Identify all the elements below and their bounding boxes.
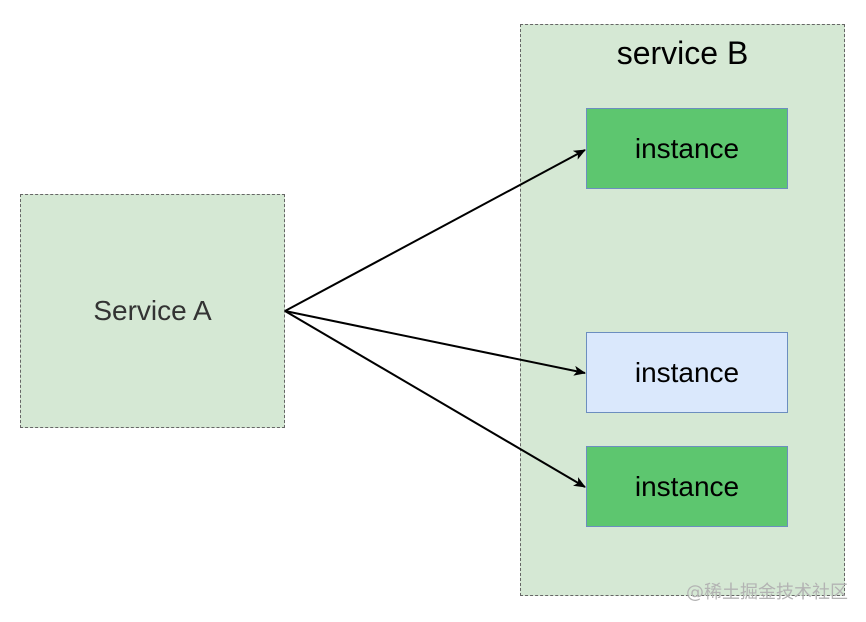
instance-node-1: instance (586, 108, 788, 189)
watermark: @稀土掘金技术社区 (686, 582, 848, 603)
instance-label-1: instance (634, 132, 740, 164)
service-a-node: Service A (20, 194, 285, 428)
instance-label-3: instance (634, 470, 740, 502)
instance-node-2: instance (586, 332, 788, 413)
service-b-title: service B (616, 35, 749, 71)
instance-label-2: instance (634, 356, 740, 388)
instance-node-3: instance (586, 446, 788, 527)
service-a-label: Service A (93, 295, 212, 326)
